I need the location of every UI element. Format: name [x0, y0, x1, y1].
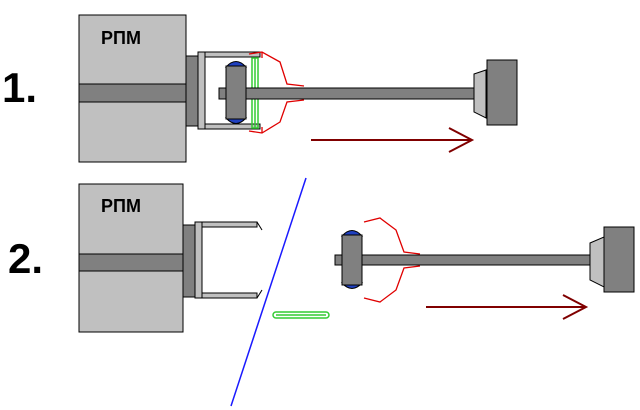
step-2-flange: [182, 224, 196, 298]
step-2-number: 2.: [8, 235, 43, 282]
step-2-block-label: РПМ: [101, 196, 141, 216]
step-2-spring-clip: [272, 311, 330, 319]
step-2-housing-band: [78, 253, 184, 272]
step-2-motion-arrow: [426, 294, 589, 320]
step-1-flange: [185, 55, 199, 127]
step-1: 1. РПМ: [2, 14, 518, 163]
step-1-claw: [248, 51, 305, 134]
step-2-end-cap: [589, 226, 635, 293]
step-1-number: 1.: [2, 64, 37, 111]
step-1-yoke: [197, 51, 261, 130]
separation-line: [230, 177, 307, 407]
step-2: 2. РПМ: [8, 177, 635, 407]
step-1-rod: [218, 87, 488, 100]
step-2-housing: РПМ: [78, 183, 184, 333]
step-1-housing-band: [78, 83, 187, 103]
step-1-block-label: РПМ: [101, 28, 141, 48]
step-2-rod: [334, 254, 602, 266]
step-1-bearing: [224, 61, 248, 124]
step-1-motion-arrow: [311, 127, 475, 153]
step-2-claw: [363, 217, 421, 303]
step-2-yoke: [194, 221, 263, 299]
step-2-bearing: [340, 230, 364, 289]
step-1-end-cap: [473, 59, 518, 126]
step-1-housing: РПМ: [78, 14, 187, 163]
